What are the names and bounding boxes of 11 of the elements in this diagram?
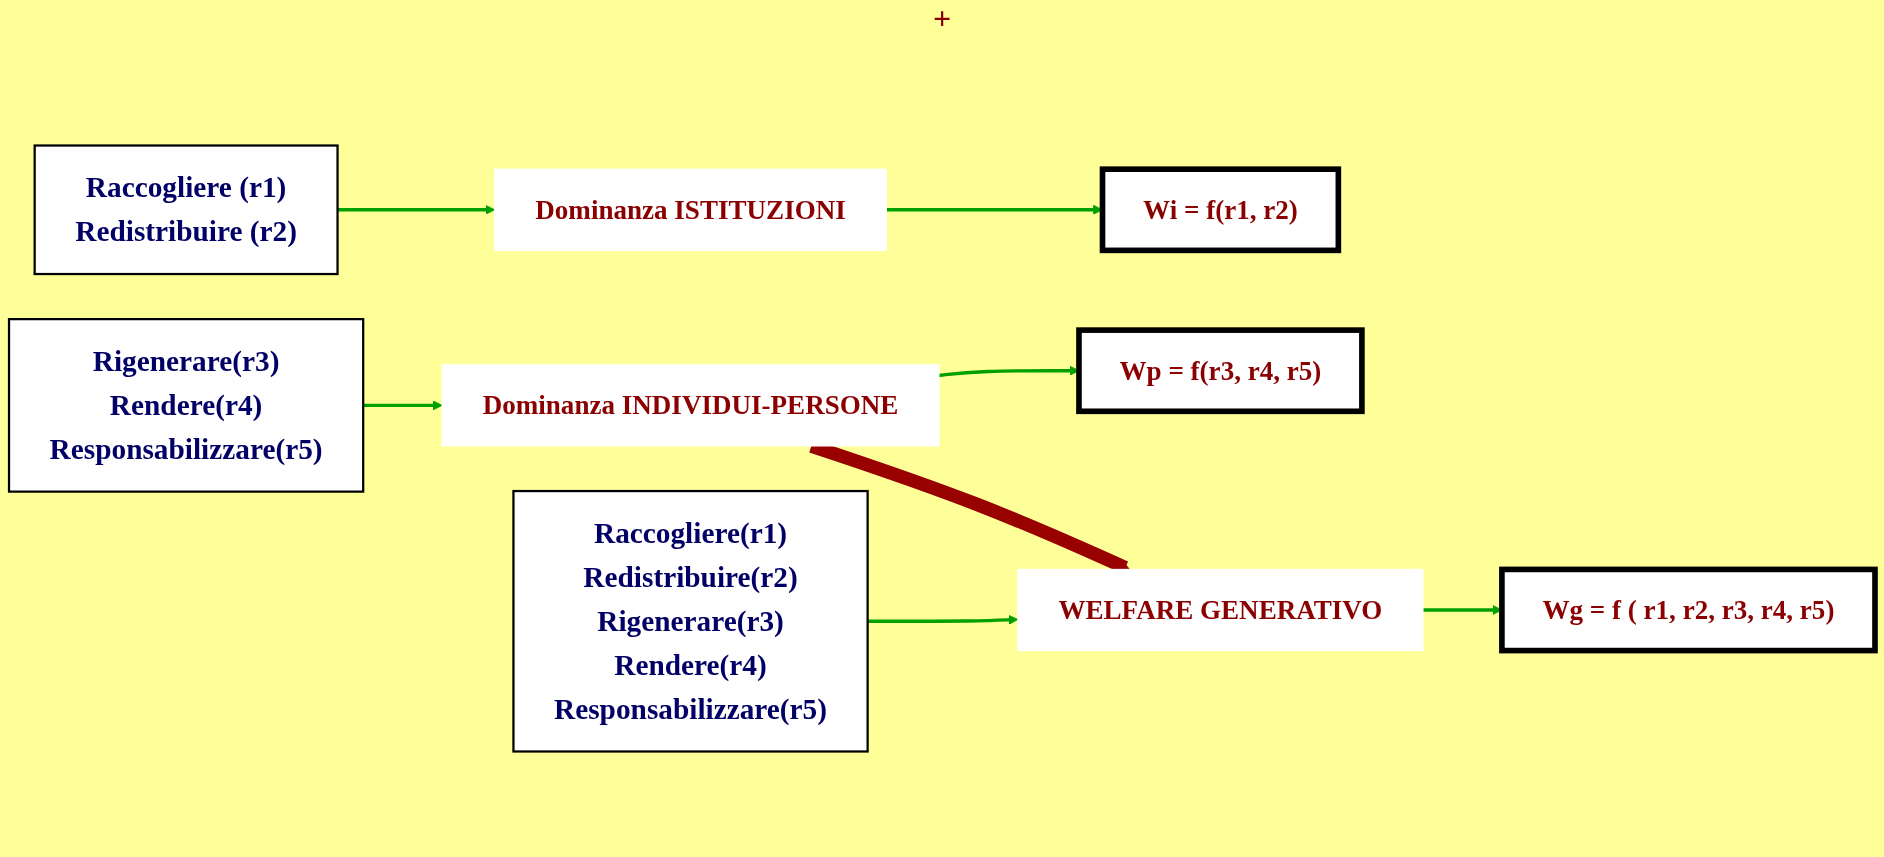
node-box: Rigenerare(r3) Rendere(r4) Responsabilizzare(r5) <box>7 318 365 493</box>
node-box: Wg = f ( r1, r2, r3, r4, r5) <box>1499 566 1878 654</box>
arrow <box>363 400 443 411</box>
node-box: Raccogliere(r1) Redistribuire(r2) Rigenerare(r3) Rendere(r4) Responsabilizzare(r5) <box>512 489 869 753</box>
node-box: Wi = f(r1, r2) <box>1099 166 1342 254</box>
node-box: WELFARE GENERATIVO <box>1017 568 1424 652</box>
plus-sign: + <box>932 0 952 38</box>
node-box: Dominanza ISTITUZIONI <box>494 168 887 251</box>
node-box: Dominanza INDIVIDUI-PERSONE <box>441 364 940 447</box>
node-box: Raccogliere (r1) Redistribuire (r2) <box>33 144 339 276</box>
node-box: Wp = f(r3, r4, r5) <box>1076 327 1365 415</box>
